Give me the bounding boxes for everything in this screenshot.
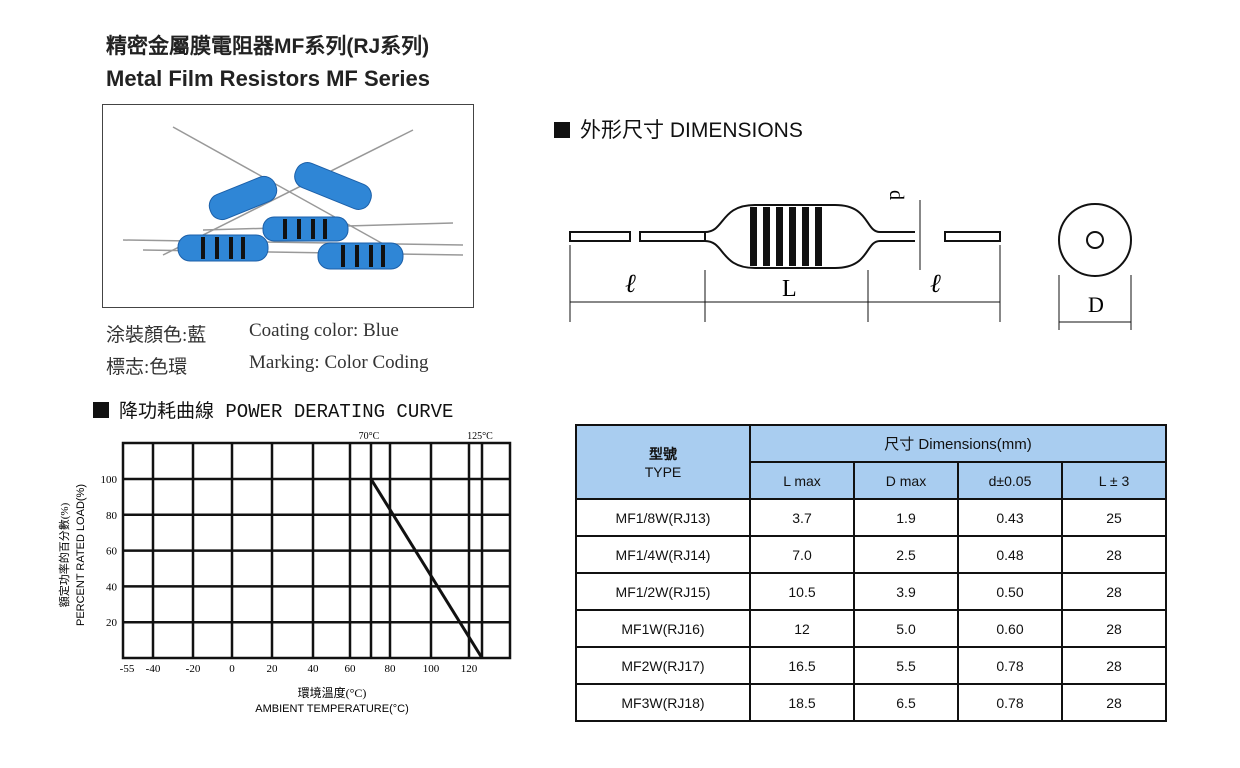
top-annotation: 70°C: [359, 431, 380, 442]
type-header-cn: 型號: [649, 446, 677, 462]
value-cell: 0.60: [957, 609, 1063, 648]
value-cell: 0.43: [957, 498, 1063, 537]
dimensions-heading: 外形尺寸 DIMENSIONS: [554, 114, 803, 144]
x-tick-label: -55: [120, 663, 135, 675]
column-header: D max: [853, 461, 959, 500]
value-cell: 28: [1061, 572, 1167, 611]
y-axis-label: PERCENT RATED LOAD(%): [75, 484, 87, 626]
x-tick-label: 100: [423, 663, 440, 675]
value-cell: 28: [1061, 646, 1167, 685]
resistor-photo: [102, 104, 474, 308]
value-cell: 28: [1061, 683, 1167, 722]
marking-label-en: Marking: Color Coding: [249, 352, 429, 373]
type-cell: MF3W(RJ18): [575, 683, 751, 722]
value-cell: 3.7: [749, 498, 855, 537]
x-tick-label: 0: [229, 663, 235, 675]
column-header: L ± 3: [1061, 461, 1167, 500]
value-cell: 5.0: [853, 609, 959, 648]
x-tick-label: 80: [385, 663, 397, 675]
dimension-drawing: ℓ L ℓ d D: [569, 190, 1132, 330]
y-tick-label: 100: [101, 474, 118, 486]
value-cell: 10.5: [749, 572, 855, 611]
y-tick-label: 40: [106, 581, 118, 593]
value-cell: 1.9: [853, 498, 959, 537]
type-cell: MF1/8W(RJ13): [575, 498, 751, 537]
value-cell: 0.78: [957, 683, 1063, 722]
derating-heading: 降功耗曲線 POWER DERATING CURVE: [93, 396, 453, 423]
lead-diameter-label: d: [885, 190, 907, 200]
y-tick-label: 80: [106, 510, 118, 522]
value-cell: 5.5: [853, 646, 959, 685]
value-cell: 0.50: [957, 572, 1063, 611]
column-header: d±0.05: [957, 461, 1063, 500]
x-tick-label: -40: [146, 663, 161, 675]
derating-heading-text: 降功耗曲線 POWER DERATING CURVE: [119, 401, 454, 423]
title-english: Metal Film Resistors MF Series: [106, 66, 430, 91]
coating-label-en: Coating color: Blue: [249, 320, 399, 341]
value-cell: 0.48: [957, 535, 1063, 574]
lead-length-left-label: ℓ: [625, 269, 636, 298]
value-cell: 12: [749, 609, 855, 648]
y-tick-label: 60: [106, 546, 118, 558]
body-length-label: L: [782, 276, 797, 302]
derating-chart: -55 -40 -20 0 20 40 60 80 100 120 100 80 60 40 20 70°C 1…: [57, 431, 512, 715]
body-diameter-label: D: [1088, 292, 1104, 317]
square-bullet-icon: [554, 122, 570, 138]
value-cell: 28: [1061, 535, 1167, 574]
type-cell: MF1W(RJ16): [575, 609, 751, 648]
top-annotation: 125°C: [467, 431, 493, 442]
y-axis-label-cn: 額定功率的百分數(%): [57, 502, 71, 607]
value-cell: 0.78: [957, 646, 1063, 685]
value-cell: 2.5: [853, 535, 959, 574]
x-tick-label: 120: [461, 663, 478, 675]
value-cell: 18.5: [749, 683, 855, 722]
column-header: L max: [749, 461, 855, 500]
value-cell: 3.9: [853, 572, 959, 611]
dimensions-heading-text: 外形尺寸 DIMENSIONS: [580, 119, 803, 142]
x-axis-label-cn: 環境溫度(°C): [298, 685, 367, 700]
x-tick-label: -20: [186, 663, 201, 675]
lead-length-right-label: ℓ: [930, 269, 941, 298]
x-tick-label: 40: [308, 663, 320, 675]
y-tick-label: 20: [106, 617, 118, 629]
value-cell: 7.0: [749, 535, 855, 574]
type-header-en: TYPE: [644, 464, 682, 480]
type-cell: MF1/2W(RJ15): [575, 572, 751, 611]
coating-label-cn: 涂裝顏色:藍: [106, 325, 207, 346]
derating-line: [369, 478, 484, 659]
type-cell: MF1/4W(RJ14): [575, 535, 751, 574]
dimensions-header: 尺寸 Dimensions(mm): [749, 424, 1167, 463]
type-header: 型號 TYPE: [575, 424, 751, 500]
value-cell: 16.5: [749, 646, 855, 685]
value-cell: 6.5: [853, 683, 959, 722]
square-bullet-icon: [93, 402, 109, 418]
x-axis-label: AMBIENT TEMPERATURE(°C): [255, 703, 409, 715]
type-cell: MF2W(RJ17): [575, 646, 751, 685]
title-chinese: 精密金屬膜電阻器MF系列(RJ系列): [106, 35, 430, 58]
x-tick-label: 60: [345, 663, 357, 675]
value-cell: 28: [1061, 609, 1167, 648]
marking-label-cn: 標志:色環: [106, 357, 188, 378]
x-tick-label: 20: [267, 663, 279, 675]
value-cell: 25: [1061, 498, 1167, 537]
